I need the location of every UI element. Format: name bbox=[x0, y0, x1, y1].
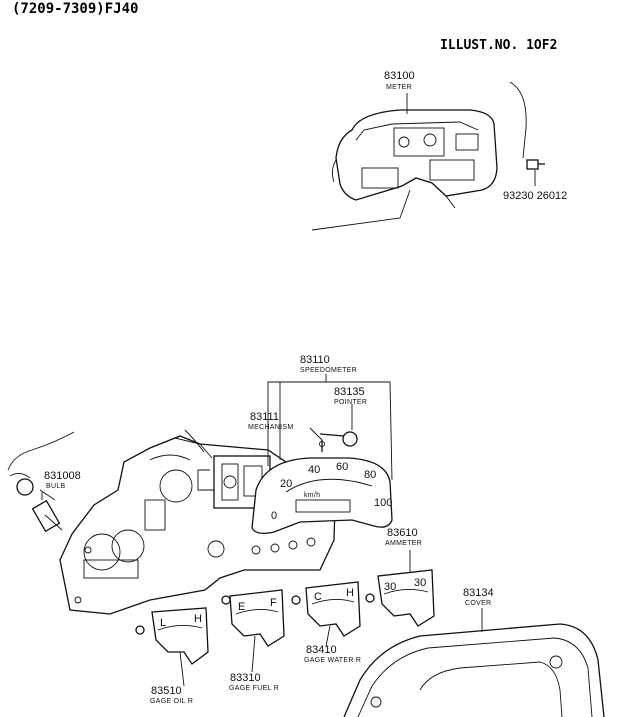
meter-assembly-drawing bbox=[311, 81, 545, 231]
callout-gage-fuel: 83310 GAGE FUEL R bbox=[229, 672, 279, 692]
callout-gage-oil-number: 83510 bbox=[151, 685, 182, 697]
speedo-tick-100: 100 bbox=[374, 497, 392, 509]
callout-speedometer: 83110 SPEEDOMETER bbox=[300, 354, 357, 374]
speedo-tick-0: 0 bbox=[271, 510, 277, 522]
callout-meter-name: METER bbox=[386, 84, 412, 91]
callout-screw-number: 93230 26012 bbox=[503, 190, 567, 202]
ammeter-mark-plus: 30 bbox=[414, 577, 426, 589]
fuel-mark-empty: E bbox=[238, 601, 245, 613]
oil-mark-low: L bbox=[160, 617, 166, 629]
callout-bulb-name: BULB bbox=[46, 483, 66, 490]
callout-gage-oil: 83510 GAGE OIL R bbox=[150, 685, 193, 705]
callout-bulb: 831008 BULB bbox=[44, 470, 81, 490]
callout-meter: 83100 METER bbox=[384, 70, 415, 91]
ammeter-mark-minus: 30 bbox=[384, 581, 396, 593]
callout-speedometer-name: SPEEDOMETER bbox=[300, 367, 357, 374]
water-gauge-drawing bbox=[291, 581, 361, 647]
speedometer-scale: 0 20 40 60 80 100 bbox=[271, 461, 392, 522]
callout-gage-water: 83410 GAGE WATER R bbox=[304, 644, 361, 664]
callout-ammeter-name: AMMETER bbox=[385, 540, 422, 547]
water-mark-cold: C bbox=[314, 591, 322, 603]
callout-pointer: 83135 POINTER bbox=[334, 386, 367, 406]
oil-gauge-drawing bbox=[135, 607, 209, 687]
speedo-tick-40: 40 bbox=[308, 464, 320, 476]
speedo-tick-80: 80 bbox=[364, 469, 376, 481]
callout-gage-fuel-name: GAGE FUEL R bbox=[229, 685, 279, 692]
oil-mark-high: H bbox=[194, 613, 202, 625]
gauge-marks: L H E F C H 30 30 bbox=[160, 577, 426, 629]
callout-gage-fuel-number: 83310 bbox=[230, 672, 261, 684]
water-mark-hot: H bbox=[346, 587, 354, 599]
callout-pointer-number: 83135 bbox=[334, 386, 365, 398]
callout-ammeter-number: 83610 bbox=[387, 527, 418, 539]
illustration-number: ILLUST.NO. 1OF2 bbox=[440, 38, 557, 53]
callout-cover-name: COVER bbox=[465, 600, 491, 607]
ammeter-drawing bbox=[365, 550, 435, 627]
callout-gage-water-name: GAGE WATER R bbox=[304, 657, 361, 664]
callout-screw: 93230 26012 bbox=[503, 190, 567, 202]
callout-cover: 83134 COVER bbox=[463, 587, 494, 607]
callout-ammeter: 83610 AMMETER bbox=[385, 527, 422, 547]
callout-mechanism: 83111 MECHANISM bbox=[248, 411, 293, 431]
callout-bulb-number: 831008 bbox=[44, 470, 81, 482]
screw-drawing bbox=[526, 159, 545, 170]
speedo-tick-20: 20 bbox=[280, 478, 292, 490]
fuel-mark-full: F bbox=[270, 597, 277, 609]
exploded-meter-drawing: km/h bbox=[7, 374, 605, 717]
callout-speedometer-number: 83110 bbox=[300, 354, 330, 366]
callout-mechanism-number: 83111 bbox=[250, 411, 279, 423]
callout-gage-oil-name: GAGE OIL R bbox=[150, 698, 193, 705]
callout-gage-water-number: 83410 bbox=[306, 644, 337, 656]
fuel-gauge-drawing bbox=[221, 589, 285, 673]
callout-cover-number: 83134 bbox=[463, 587, 494, 599]
svg-text:km/h: km/h bbox=[304, 492, 320, 499]
callout-pointer-name: POINTER bbox=[334, 399, 367, 406]
cover-drawing bbox=[343, 608, 605, 717]
callout-meter-number: 83100 bbox=[384, 70, 415, 82]
bulb-drawing bbox=[7, 431, 75, 533]
callout-mechanism-name: MECHANISM bbox=[248, 424, 293, 431]
speedo-tick-60: 60 bbox=[336, 461, 348, 473]
model-range-text: (7209-7309)FJ40 bbox=[12, 1, 138, 17]
